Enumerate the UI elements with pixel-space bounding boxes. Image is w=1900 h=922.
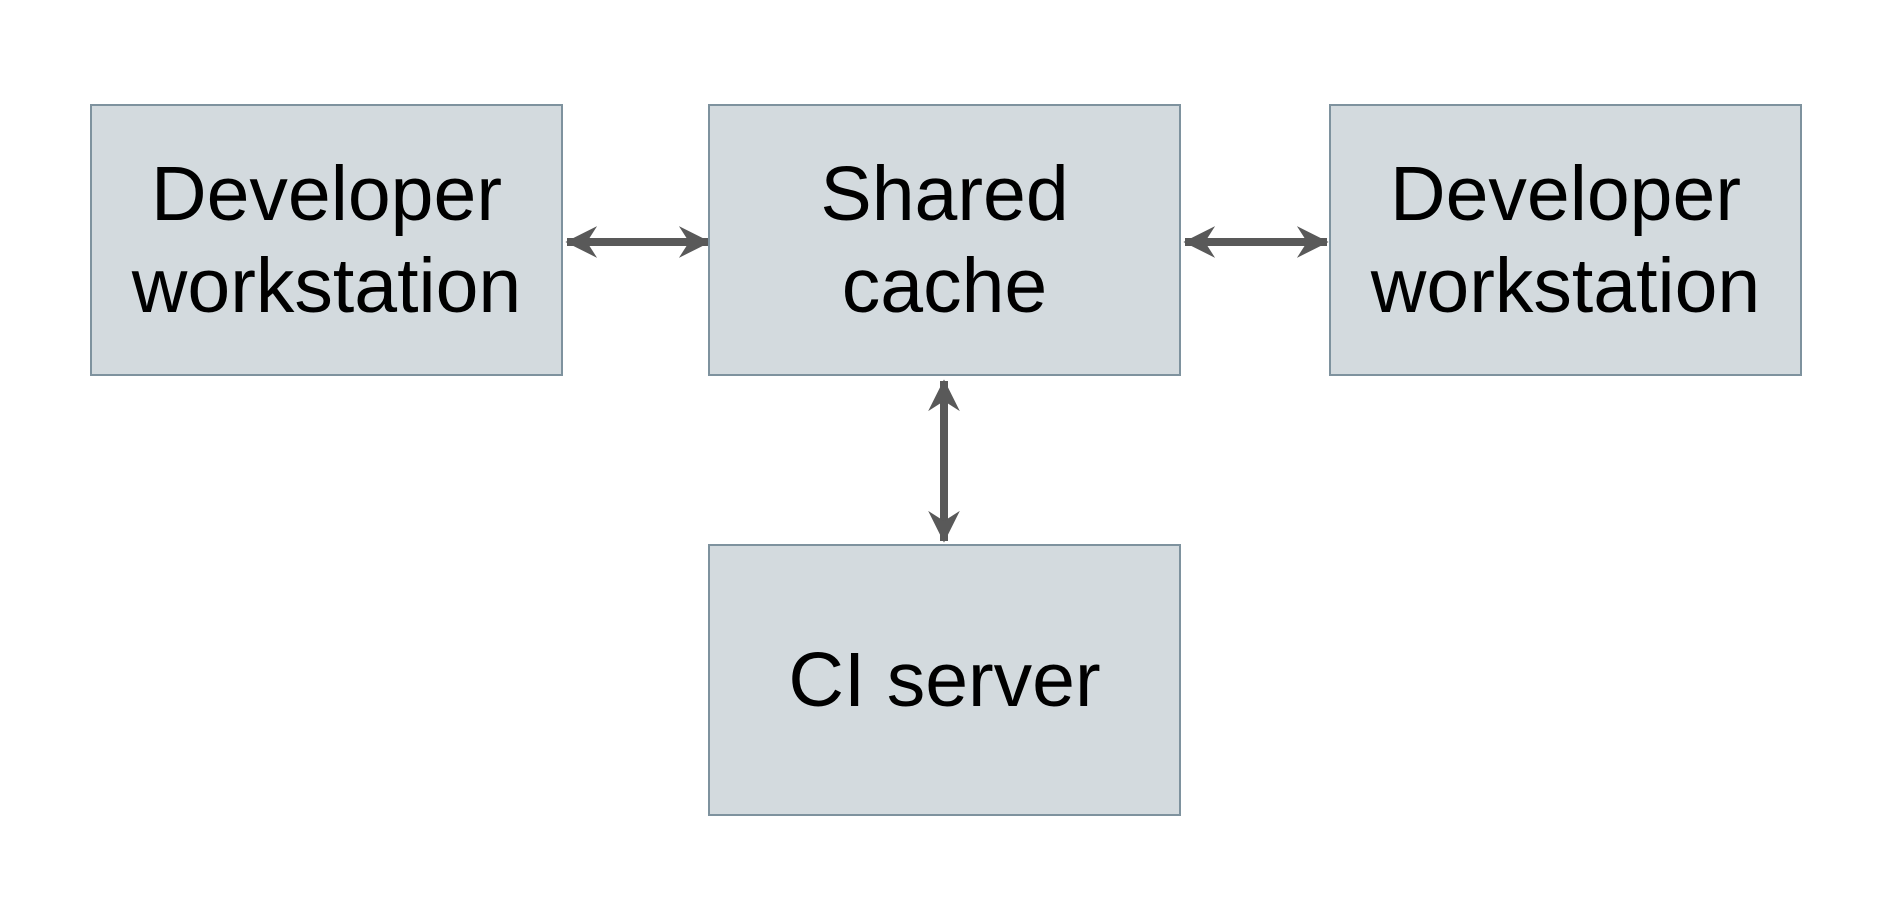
node-label: CI server [788, 636, 1101, 723]
node-label: Developer workstation [131, 150, 522, 329]
node-label: Developer workstation [1370, 150, 1761, 329]
node-ci-server: CI server [708, 544, 1181, 816]
node-shared-cache: Shared cache [708, 104, 1181, 376]
node-developer-workstation-left: Developer workstation [90, 104, 563, 376]
node-developer-workstation-right: Developer workstation [1329, 104, 1802, 376]
node-label: Shared cache [820, 150, 1069, 329]
